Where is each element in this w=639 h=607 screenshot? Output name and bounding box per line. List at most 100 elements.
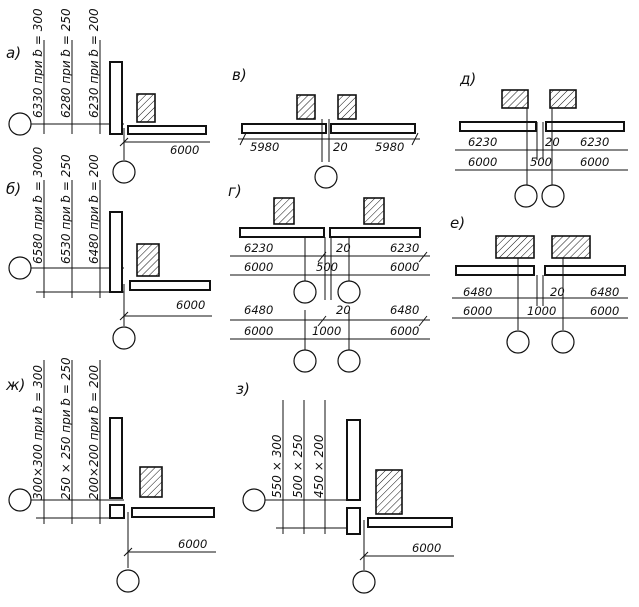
panel-g-bot-left: 6480 bbox=[244, 303, 273, 317]
panel-d-mid: 500 bbox=[530, 155, 552, 169]
panel-z-label: з) bbox=[236, 380, 250, 398]
panel-a-label: а) bbox=[6, 44, 21, 62]
column-stub bbox=[346, 507, 361, 535]
hatched-block bbox=[495, 235, 535, 259]
panel-z-dim-2: 500 × 250 bbox=[291, 434, 305, 498]
axis-marker bbox=[541, 184, 565, 208]
axis-marker bbox=[314, 165, 338, 189]
hatched-block bbox=[296, 94, 316, 120]
axis-marker bbox=[352, 570, 376, 594]
panel-e-mid: 1000 bbox=[527, 304, 556, 318]
panel-g-top-mid: 500 bbox=[316, 260, 338, 274]
beam bbox=[330, 123, 416, 134]
hatched-block bbox=[375, 469, 403, 515]
panel-v: в) 5980 20 5980 bbox=[232, 66, 420, 189]
panel-z: з) 550 × 300 500 × 250 450 × 200 6000 bbox=[236, 380, 454, 594]
beam bbox=[459, 121, 537, 132]
panel-e-l2: 6000 bbox=[463, 304, 492, 318]
panel-g: г) 6230 20 6230 6000 500 6000 6480 20 64… bbox=[228, 182, 430, 373]
panel-g-top-gap: 20 bbox=[336, 241, 351, 255]
panel-v-left: 5980 bbox=[250, 140, 279, 154]
beam bbox=[129, 280, 211, 291]
panel-d-right: 6230 bbox=[580, 135, 609, 149]
beam bbox=[367, 517, 453, 528]
panel-zh-dim-2: 250 × 250 при ƀ = 250 bbox=[59, 357, 73, 500]
hatched-block bbox=[549, 89, 577, 109]
beam bbox=[127, 125, 207, 135]
panel-zh-dim-3: 200×200 при ƀ = 200 bbox=[87, 365, 101, 500]
panel-z-dim-3: 450 × 200 bbox=[312, 434, 326, 498]
panel-a-dim-2: 6280 при ƀ = 250 bbox=[59, 8, 73, 118]
panel-e-left: 6480 bbox=[463, 285, 492, 299]
axis-marker bbox=[242, 488, 266, 512]
panel-g-top-left: 6230 bbox=[244, 241, 273, 255]
axis-marker bbox=[116, 569, 140, 593]
hatched-block bbox=[136, 243, 160, 277]
panel-e: е) 6480 20 6480 6000 1000 6000 bbox=[450, 214, 628, 354]
column bbox=[346, 419, 361, 501]
beam bbox=[131, 507, 215, 518]
panel-g-label: г) bbox=[228, 182, 242, 200]
beam bbox=[241, 123, 327, 134]
panel-e-gap: 20 bbox=[550, 285, 565, 299]
panel-a-dim-3: 6230 при ƀ = 200 bbox=[87, 8, 101, 118]
panel-b-dim-3: 6480 при ƀ = 200 bbox=[87, 154, 101, 264]
axis-marker bbox=[506, 330, 530, 354]
panel-g-bot-right: 6480 bbox=[390, 303, 419, 317]
panel-b-dim-1: 6580 при ƀ = 3000 bbox=[31, 146, 45, 264]
panel-zh: ж) 300×300 при ƀ = 300 250 × 250 при ƀ =… bbox=[5, 357, 216, 593]
panel-e-r2: 6000 bbox=[590, 304, 619, 318]
beam bbox=[545, 121, 625, 132]
axis-marker bbox=[514, 184, 538, 208]
panel-b-span: 6000 bbox=[176, 298, 205, 312]
beam bbox=[329, 227, 421, 238]
panel-v-gap: 20 bbox=[333, 140, 348, 154]
hatched-block bbox=[136, 93, 156, 123]
panel-b: б) 6580 при ƀ = 3000 6530 при ƀ = 250 64… bbox=[6, 146, 212, 350]
hatched-block bbox=[139, 466, 163, 498]
axis-marker bbox=[8, 488, 32, 512]
axis-marker bbox=[551, 330, 575, 354]
axis-marker bbox=[112, 326, 136, 350]
axis-marker bbox=[293, 280, 317, 304]
panel-d-label: д) bbox=[459, 70, 476, 88]
panel-d: д) 6230 20 6230 6000 500 6000 bbox=[455, 70, 628, 208]
panel-e-right: 6480 bbox=[590, 285, 619, 299]
panel-a: а) 6330 при ƀ = 300 6280 при ƀ = 250 623… bbox=[6, 8, 210, 184]
hatched-block bbox=[551, 235, 591, 259]
axis-marker bbox=[337, 280, 361, 304]
column bbox=[109, 61, 123, 135]
panel-g-top-right: 6230 bbox=[390, 241, 419, 255]
panel-z-span: 6000 bbox=[412, 541, 441, 555]
panel-d-gap: 20 bbox=[545, 135, 560, 149]
hatched-block bbox=[501, 89, 529, 109]
panel-z-dim-1: 550 × 300 bbox=[270, 434, 284, 498]
panel-d-left: 6230 bbox=[468, 135, 497, 149]
panel-a-dim-1: 6330 при ƀ = 300 bbox=[31, 8, 45, 118]
panel-g-top-r2: 6000 bbox=[390, 260, 419, 274]
panel-d-r2: 6000 bbox=[580, 155, 609, 169]
axis-marker bbox=[112, 160, 136, 184]
panel-g-top-l2: 6000 bbox=[244, 260, 273, 274]
axis-marker bbox=[8, 112, 32, 136]
panel-g-bot-r2: 6000 bbox=[390, 324, 419, 338]
axis-marker bbox=[293, 349, 317, 373]
panel-v-right: 5980 bbox=[375, 140, 404, 154]
axis-marker bbox=[337, 349, 361, 373]
panel-b-dim-2: 6530 при ƀ = 250 bbox=[59, 154, 73, 264]
panel-g-bot-mid: 1000 bbox=[312, 324, 341, 338]
column bbox=[109, 417, 123, 499]
hatched-block bbox=[363, 197, 385, 225]
axis-marker bbox=[8, 256, 32, 280]
panel-d-l2: 6000 bbox=[468, 155, 497, 169]
panel-g-bot-l2: 6000 bbox=[244, 324, 273, 338]
hatched-block bbox=[337, 94, 357, 120]
panel-a-span: 6000 bbox=[170, 143, 199, 157]
beam bbox=[544, 265, 626, 276]
panel-b-label: б) bbox=[6, 180, 21, 198]
hatched-block bbox=[273, 197, 295, 225]
beam bbox=[455, 265, 535, 276]
panel-e-label: е) bbox=[450, 214, 465, 232]
panel-zh-dim-1: 300×300 при ƀ = 300 bbox=[31, 365, 45, 500]
